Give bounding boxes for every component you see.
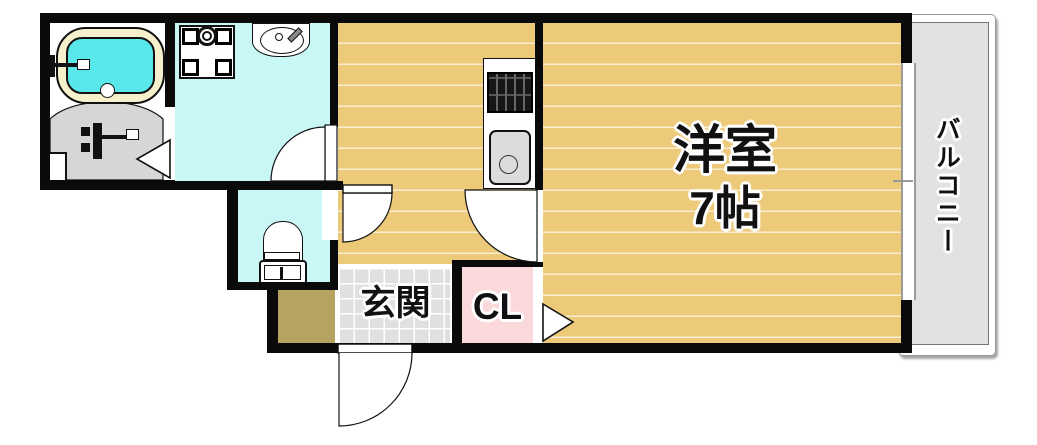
wall-bath-bottom xyxy=(40,180,175,190)
doorway-kitchen-room xyxy=(535,190,543,262)
western-room-size: 7帖 xyxy=(689,182,761,234)
shower-valve-b xyxy=(81,143,90,152)
wall-closet-top xyxy=(452,260,543,267)
doorway-toilet xyxy=(322,190,338,240)
washer-faucet-dot xyxy=(202,31,212,41)
shower-pipe xyxy=(93,123,102,159)
pan-bracket-bl xyxy=(182,59,199,76)
gas-stove xyxy=(487,72,533,113)
bathtub-faucet-handle xyxy=(77,59,90,70)
washing-machine-pan xyxy=(179,25,235,79)
wall-right-lower xyxy=(901,300,912,353)
wall-toilet-bottom xyxy=(227,282,338,290)
washbasin-drain xyxy=(275,33,283,41)
closet-label: CL xyxy=(472,286,523,327)
wall-step-left xyxy=(267,282,278,353)
room-closet xyxy=(462,267,533,343)
entrance-label: 玄関 xyxy=(360,284,431,323)
bathtub-drain xyxy=(100,83,115,98)
western-room-label: 洋室 xyxy=(640,124,810,179)
wall-bath-divider xyxy=(165,23,175,107)
wall-toilet-left xyxy=(227,181,238,290)
bathtub-faucet xyxy=(45,55,55,77)
balcony-floor xyxy=(910,22,989,345)
wall-left xyxy=(40,13,50,190)
wall-bottom xyxy=(267,343,912,353)
washroom-door-swing xyxy=(270,126,326,182)
room-western xyxy=(543,23,901,343)
balcony-window-tick xyxy=(893,180,913,182)
toilet-door-leaf xyxy=(342,184,393,194)
toilet-door-swing xyxy=(342,192,393,243)
entrance-door-leaf xyxy=(337,343,413,354)
wall-wash-kitchen-upper xyxy=(330,23,338,127)
western-room-size-label: 7帖 xyxy=(640,184,810,232)
closet-door-strip xyxy=(533,268,543,343)
wall-kitchen-room xyxy=(535,23,543,190)
shower-spout xyxy=(102,135,130,139)
wall-toilet-right-lower xyxy=(330,240,338,290)
balcony-label: バルコニー xyxy=(932,116,961,256)
bathtub-faucet-spout xyxy=(55,63,81,67)
shower-valve-a xyxy=(81,127,90,136)
pan-bracket-br xyxy=(215,59,232,76)
entrance-step xyxy=(278,290,335,343)
step-edge-line xyxy=(338,264,452,268)
closet-door-triangle xyxy=(542,302,575,343)
washroom-door-leaf xyxy=(324,124,338,182)
shower-handle xyxy=(126,129,139,140)
kitchen-sink-drain xyxy=(499,155,518,174)
entrance-door-swing xyxy=(338,352,413,427)
bathroom-door-triangle xyxy=(135,138,171,180)
room-entrance xyxy=(340,268,450,343)
toilet-flush-handle xyxy=(280,267,283,279)
wall-top xyxy=(40,13,912,23)
western-room-name: 洋室 xyxy=(672,122,777,180)
wall-wash-bottom xyxy=(165,181,343,190)
wall-right-upper xyxy=(901,13,912,63)
toilet-seat-line xyxy=(264,252,300,260)
kitchen-room-door-swing xyxy=(464,189,538,263)
wall-entrance-closet xyxy=(452,267,462,343)
